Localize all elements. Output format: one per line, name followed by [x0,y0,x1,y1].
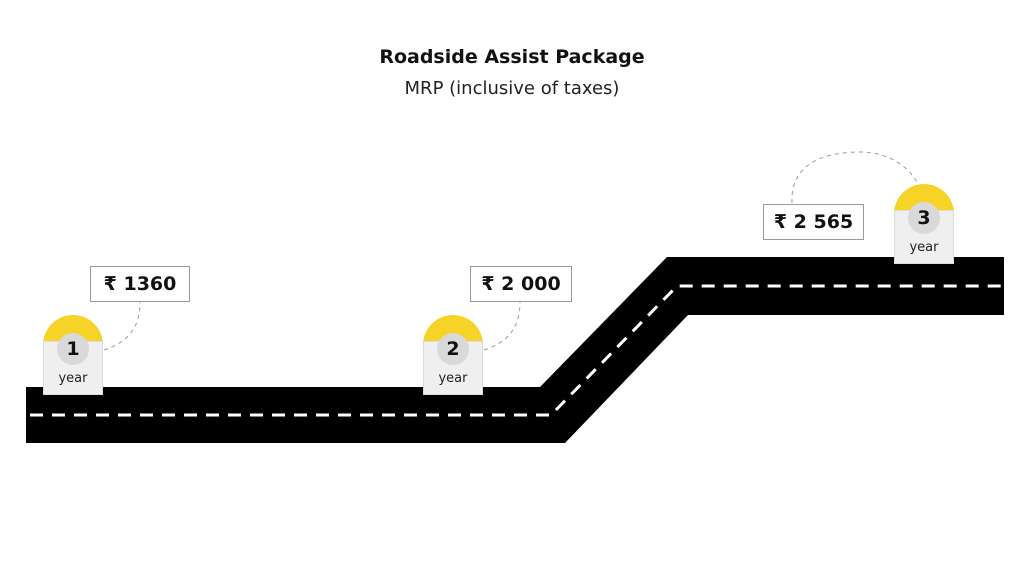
connector-year-3 [791,151,919,204]
milestone-unit: year [58,371,88,386]
milestone-year-2: 2 year [423,315,483,395]
milestone-year-3: 3 year [894,184,954,264]
connector-year-2 [483,301,521,351]
connector-year-1 [103,301,141,351]
milestone-year-1: 1 year [43,315,103,395]
milestone-number: 2 [437,333,469,365]
road-lane-marking [30,284,1004,417]
milestone-number: 1 [57,333,89,365]
milestone-number: 3 [908,202,940,234]
diagram-subtitle: MRP (inclusive of taxes) [404,78,620,99]
price-year-3: ₹ 2 565 [763,204,864,240]
road [26,257,1004,443]
milestone-unit: year [909,240,939,255]
milestone-unit: year [438,371,468,386]
price-year-1: ₹ 1360 [90,266,190,302]
diagram-title: Roadside Assist Package [379,46,645,68]
price-year-2: ₹ 2 000 [470,266,572,302]
